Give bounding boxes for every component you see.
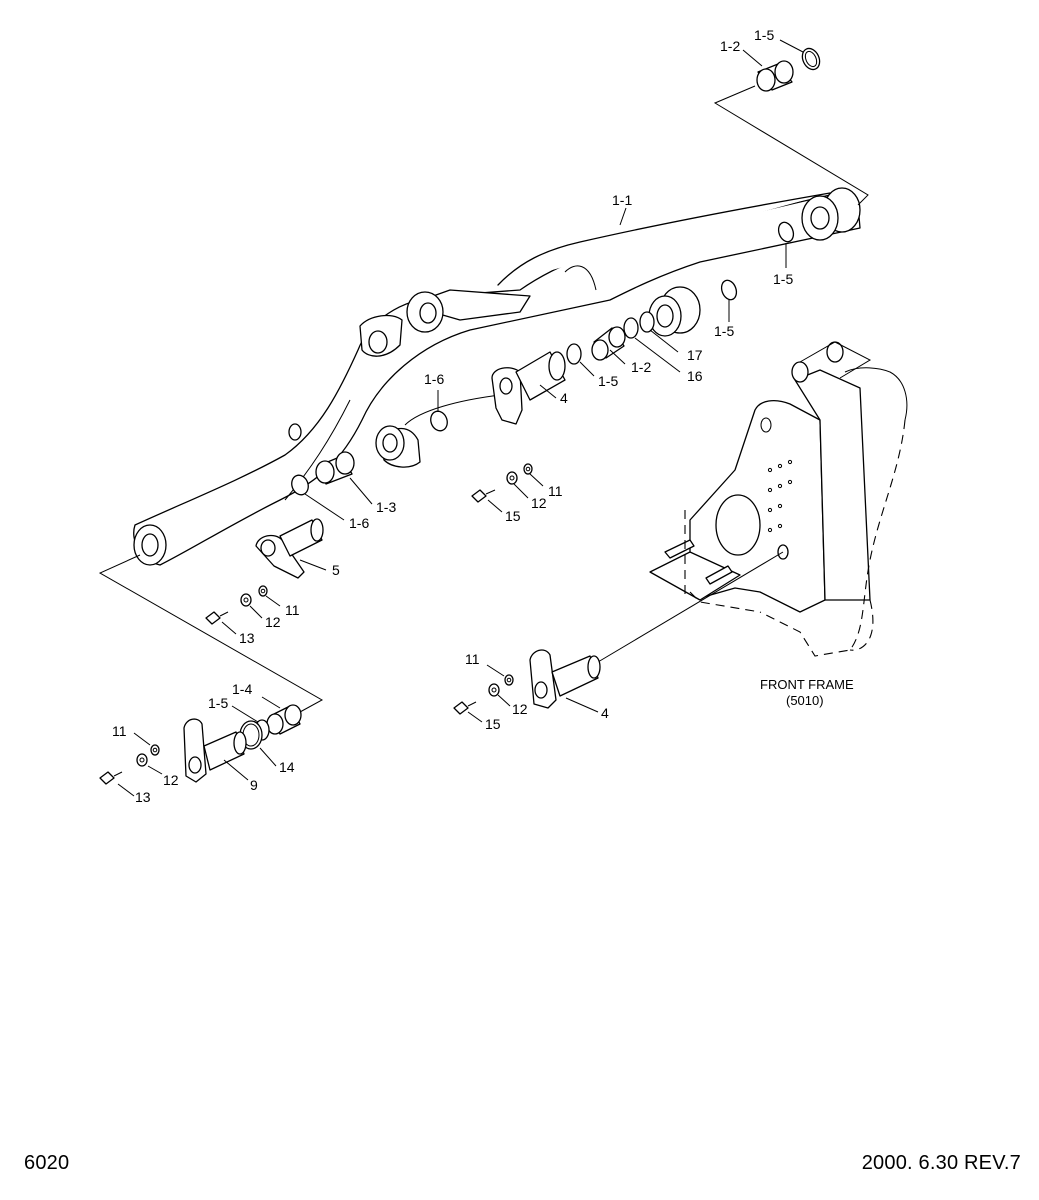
bush-1-3 — [315, 451, 355, 485]
frame-hardware — [453, 674, 514, 715]
upper-hardware — [471, 463, 533, 503]
callout-ring-1-5-mid: 1-5 — [714, 323, 734, 339]
callout-bush-1-2-top: 1-2 — [720, 38, 740, 54]
front-frame — [649, 341, 908, 657]
callout-ring-1-5-row: 1-5 — [598, 373, 618, 389]
boom-front-boss — [648, 286, 701, 337]
callout-labels: 1-1 1-2 1-5 1-5 1-5 17 16 1-2 1-5 1-6 4 … — [112, 27, 854, 805]
ring-row-1-5 — [566, 343, 582, 365]
front-frame-label: FRONT FRAME — [760, 677, 854, 692]
callout-washer-12-lower: 12 — [163, 772, 179, 788]
callout-boom-1-1: 1-1 — [612, 192, 632, 208]
callout-ring-1-6-top: 1-6 — [424, 371, 444, 387]
callout-seal-17: 17 — [687, 347, 703, 363]
callout-ring-14: 14 — [279, 759, 295, 775]
callout-bolt-15-upper: 15 — [505, 508, 521, 524]
callout-washer-12-frame: 12 — [512, 701, 528, 717]
callout-bush-1-2-row: 1-2 — [631, 359, 651, 375]
callout-bolt-13-mid: 13 — [239, 630, 255, 646]
callout-bolt-13-lower: 13 — [135, 789, 151, 805]
ring-1-6-lower — [291, 474, 309, 496]
pin-5 — [255, 518, 324, 579]
callout-ring-1-6-lower: 1-6 — [349, 515, 369, 531]
callout-washer-11-mid: 11 — [285, 602, 300, 618]
front-frame-ref: (5010) — [786, 693, 824, 708]
callout-bush-1-4: 1-4 — [232, 681, 252, 697]
low-hardware — [99, 744, 160, 785]
top-ring-1-5 — [801, 47, 821, 71]
bush-1-4 — [266, 704, 302, 735]
leader-lines — [117, 39, 804, 797]
ring-1-6-upper — [430, 410, 448, 432]
callout-bush-1-3: 1-3 — [376, 499, 396, 515]
callout-ring-1-5-lower: 1-5 — [208, 695, 228, 711]
pin-4-upper — [491, 351, 566, 425]
mid-hardware — [205, 585, 268, 625]
pin-4-frame — [529, 649, 601, 709]
callout-pin-5: 5 — [332, 562, 340, 578]
callout-pin-9: 9 — [250, 777, 258, 793]
callout-seal-16: 16 — [687, 368, 703, 384]
pin-9 — [183, 718, 247, 783]
seal-17 — [639, 311, 655, 333]
callout-washer-11-lower: 11 — [112, 723, 127, 739]
top-assembly-line — [713, 85, 869, 206]
callout-bolt-15-frame: 15 — [485, 716, 501, 732]
callout-pin-4-frame: 4 — [601, 705, 609, 721]
lower-assembly-line — [98, 554, 324, 713]
boom-mid-boss — [406, 289, 531, 333]
callout-washer-12-upper: 12 — [531, 495, 547, 511]
ring-tip-1-5 — [777, 221, 795, 243]
callout-washer-11-upper: 11 — [548, 483, 563, 499]
page-number: 6020 — [24, 1152, 70, 1174]
boom-tip-boss — [801, 187, 861, 241]
bush-row-1-2 — [591, 326, 626, 361]
callout-pin-4-upper: 4 — [560, 390, 568, 406]
frame-pin-line — [597, 551, 784, 663]
boom-heel-boss — [133, 524, 167, 566]
seal-16 — [623, 317, 639, 339]
callout-ring-1-5-top: 1-5 — [754, 27, 774, 43]
callout-washer-12-mid: 12 — [265, 614, 281, 630]
callout-washer-11-frame: 11 — [465, 651, 480, 667]
top-bush-1-2 — [756, 60, 794, 92]
ring-mid-1-5 — [720, 279, 738, 301]
callout-ring-1-5-tip: 1-5 — [773, 271, 793, 287]
revision-date: 2000. 6.30 REV.7 — [861, 1152, 1021, 1174]
